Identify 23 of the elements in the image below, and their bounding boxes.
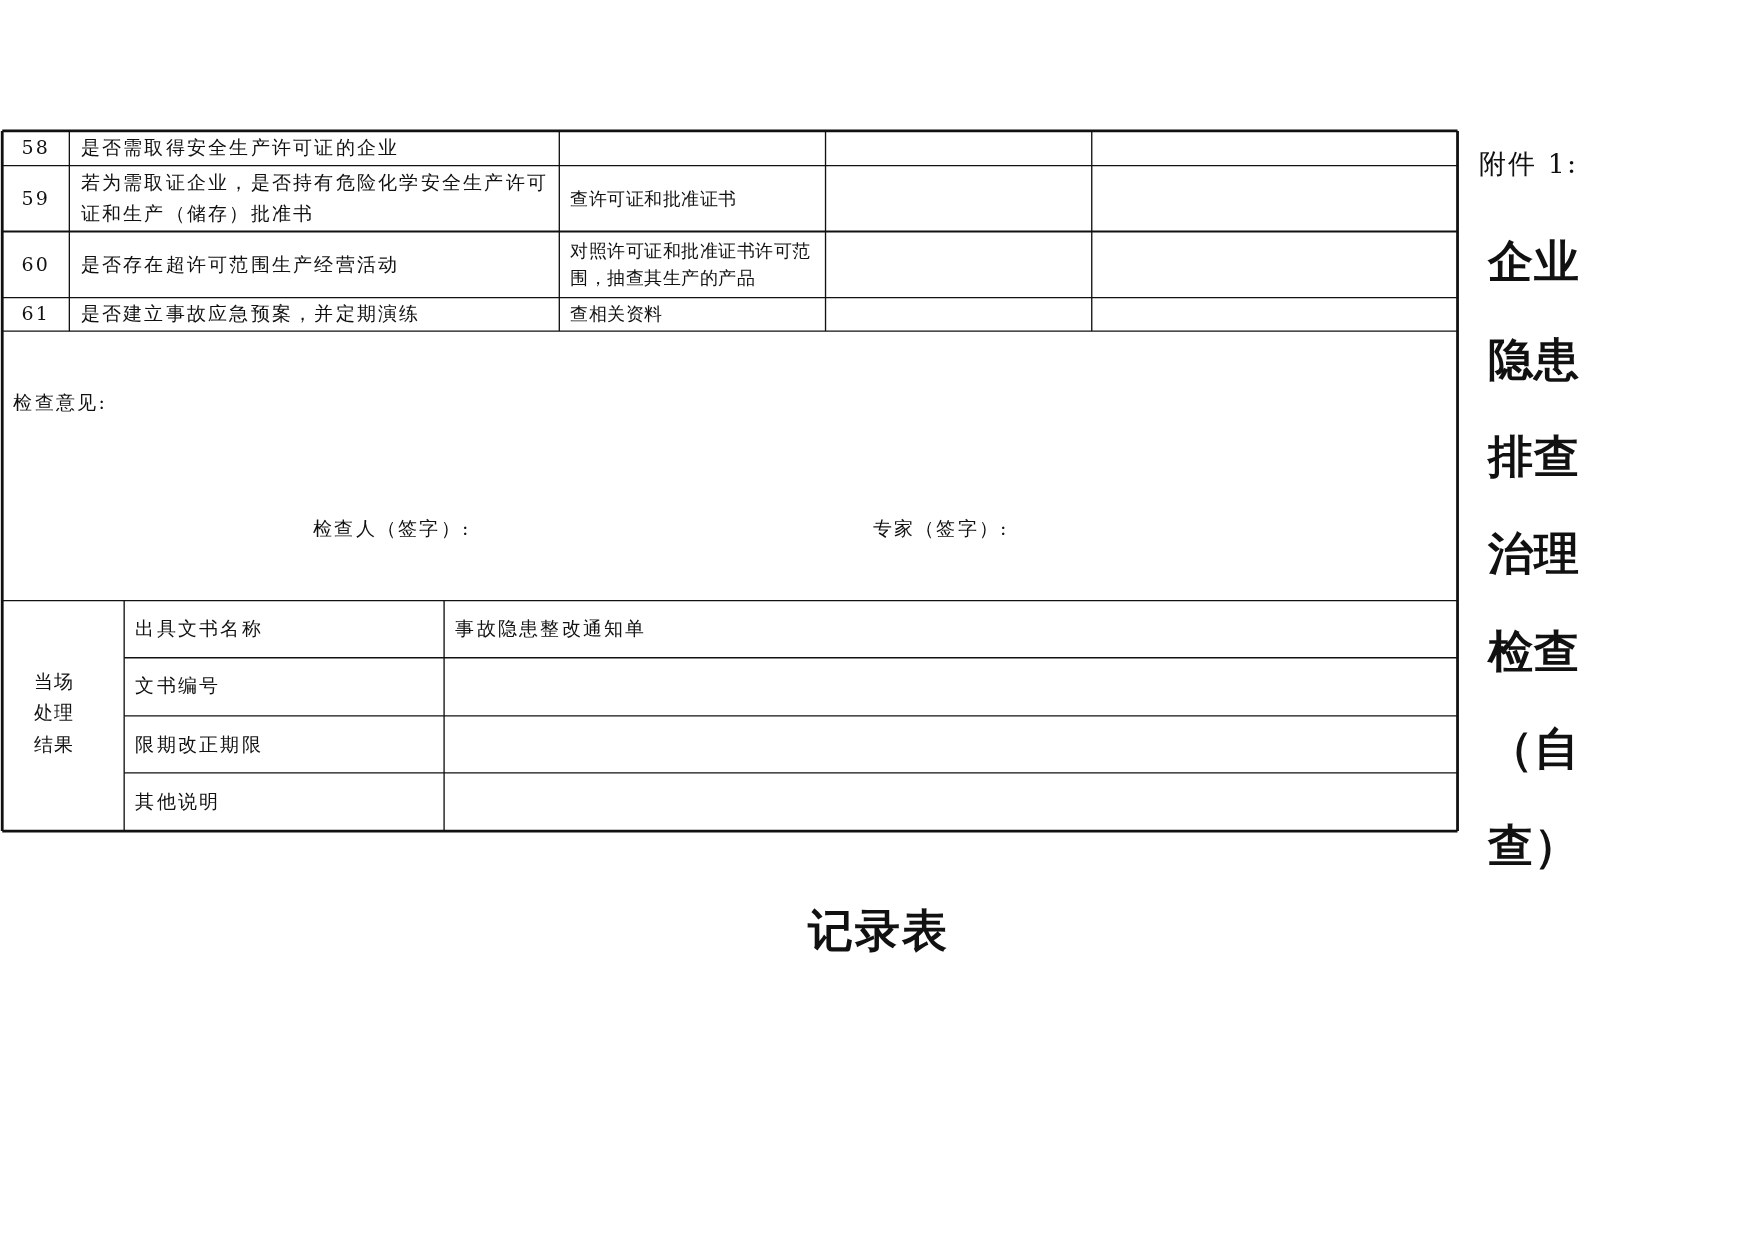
form-label: 文书编号	[134, 673, 222, 700]
check-item-text: 是否建立事故应急预案，并定期演练	[79, 301, 422, 327]
check-item-text: 是否需取得安全生产许可证的企业	[79, 135, 401, 161]
row-number: 60	[20, 251, 52, 278]
check-method-text: 查相关资料	[569, 302, 664, 327]
title-text: 企业隐患排查治理检查（自查）	[1487, 233, 1581, 874]
form-label: 检查意见:	[13, 390, 108, 416]
check-method-text: 查许可证和批准证书	[569, 186, 738, 211]
form-label: 限期改正期限	[134, 731, 264, 757]
check-item-text: 若为需取证企业，是否持有危险化学安全生产许可证和生产（储存）批准书	[79, 170, 550, 227]
signature-label: 专家（签字）:	[872, 515, 1009, 542]
attachment-label: 附件 1:	[1478, 147, 1579, 183]
row-number: 59	[20, 185, 52, 212]
field-value: 事故隐患整改通知单	[454, 616, 648, 642]
form-label: 当场处理结果	[33, 669, 75, 758]
form-label: 其他说明	[134, 789, 222, 815]
signature-label: 检查人（签字）:	[313, 515, 471, 542]
form-label: 出具文书名称	[134, 616, 264, 642]
row-number: 58	[20, 135, 52, 161]
check-method-text: 对照许可证和批准证书许可范围，抽查其生产的产品	[569, 238, 812, 291]
title-text: 记录表	[806, 902, 950, 959]
row-number: 61	[20, 301, 52, 327]
check-item-text: 是否存在超许可范围生产经营活动	[79, 251, 401, 278]
